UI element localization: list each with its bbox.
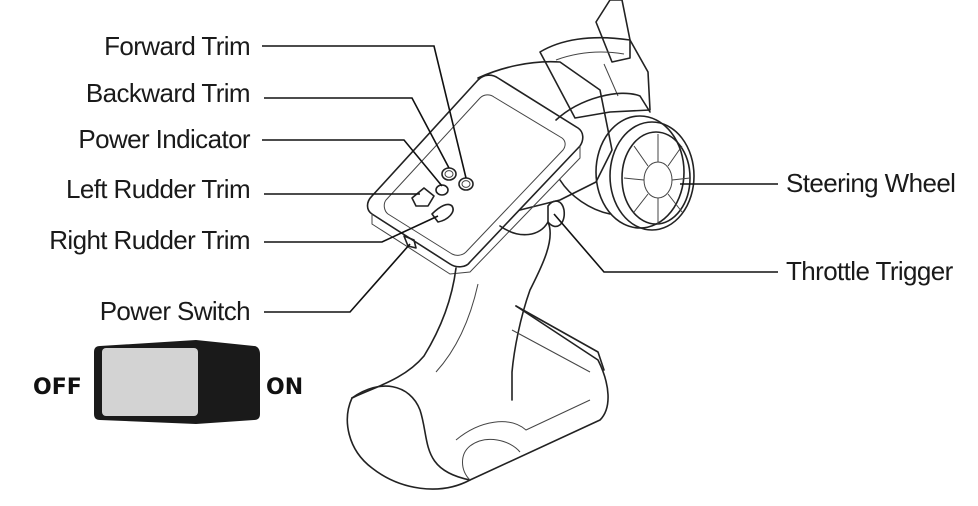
label-left-rudder-trim: Left Rudder Trim [66, 174, 250, 204]
callout-labels: Forward Trim Backward Trim Power Indicat… [49, 31, 956, 326]
label-forward-trim: Forward Trim [104, 31, 250, 61]
trim-buttons [411, 167, 474, 223]
throttle-trigger-leader [553, 213, 778, 273]
power-indicator-leader [262, 139, 443, 187]
power-switch-detail: OFF ON [33, 340, 303, 424]
power-indicator-led [435, 184, 449, 196]
backward-trim-button[interactable] [441, 167, 457, 181]
transmitter-illustration [346, 0, 695, 490]
power-switch-leader [264, 243, 411, 313]
label-power-switch: Power Switch [100, 296, 250, 326]
label-right-rudder-trim: Right Rudder Trim [49, 225, 250, 255]
left-rudder-trim-button[interactable] [411, 187, 435, 207]
leader-lines [262, 45, 778, 313]
switch-paddle[interactable] [102, 348, 198, 416]
steering-wheel-illustration [555, 92, 695, 231]
right-rudder-trim-button[interactable] [431, 203, 454, 223]
right-rudder-trim-leader [264, 215, 439, 243]
forward-trim-leader [262, 45, 467, 179]
label-throttle-trigger: Throttle Trigger [786, 256, 954, 286]
label-power-indicator: Power Indicator [78, 124, 251, 154]
backward-trim-leader [264, 97, 450, 169]
label-backward-trim: Backward Trim [86, 78, 250, 108]
control-panel [366, 74, 584, 275]
forward-trim-button[interactable] [458, 177, 474, 191]
switch-off-label: OFF [33, 375, 82, 400]
throttle-trigger-illustration[interactable] [547, 200, 566, 228]
switch-on-label: ON [266, 375, 303, 400]
label-steering-wheel: Steering Wheel [786, 168, 955, 198]
